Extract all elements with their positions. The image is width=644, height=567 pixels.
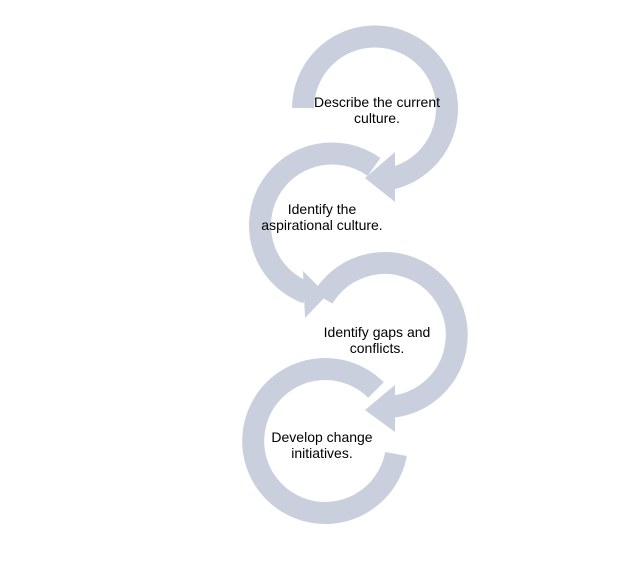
cycle-arrowhead-2	[303, 271, 327, 318]
step-label-2: Identify the aspirational culture.	[261, 201, 383, 233]
cycle-arrowhead-1	[365, 152, 395, 202]
cycle-arrow-2	[249, 142, 381, 304]
step-label-4: Develop change initiatives.	[271, 429, 373, 461]
cycle-arrow-4	[242, 358, 407, 524]
step-label-1: Describe the current culture.	[313, 94, 441, 126]
cycle-arrow-1	[292, 25, 458, 191]
step-label-3: Identify gaps and conflicts.	[323, 324, 431, 356]
cycle-arrowhead-3	[365, 385, 395, 432]
cycle-arrow-3	[313, 252, 468, 419]
